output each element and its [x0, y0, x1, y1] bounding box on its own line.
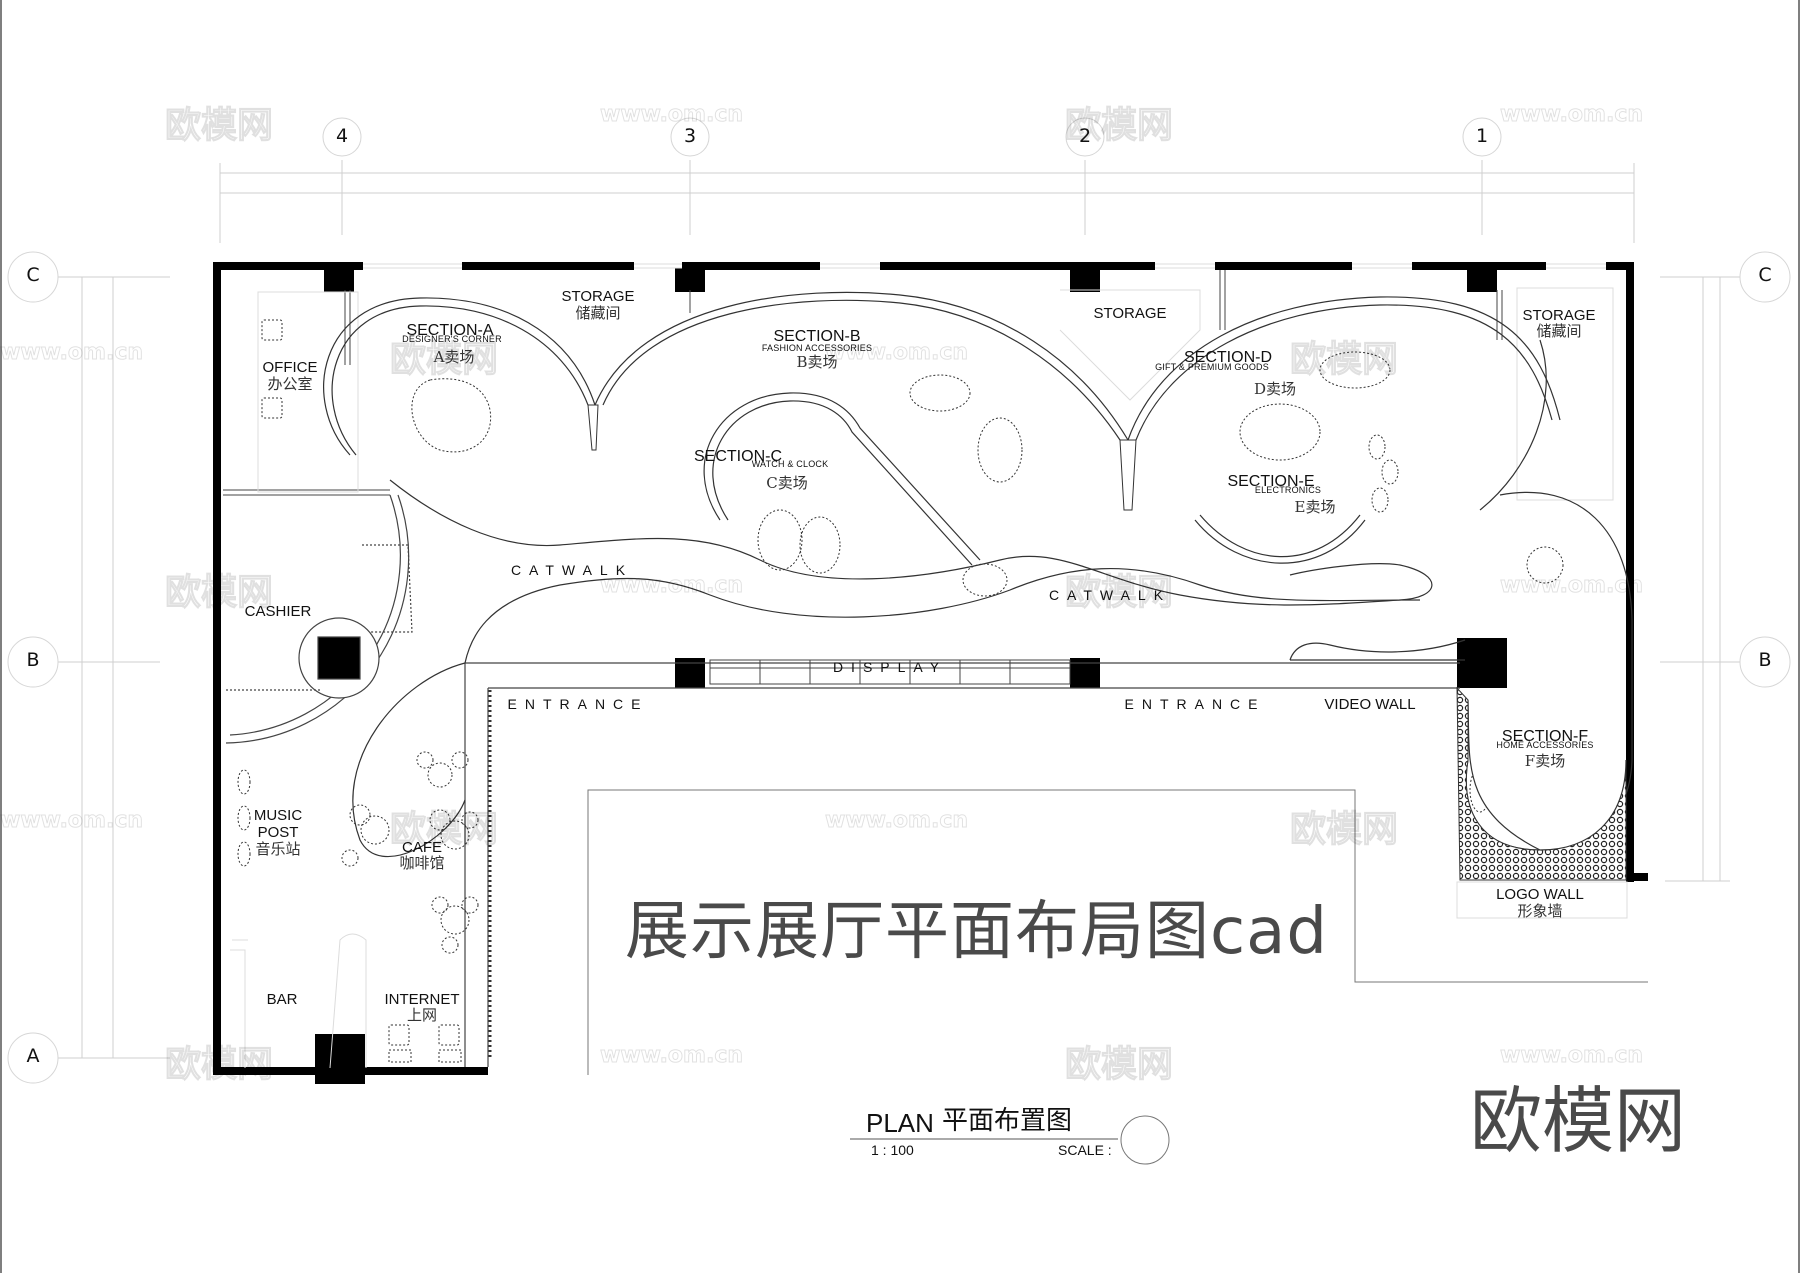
watermark-logo: 欧模网 [164, 572, 274, 614]
section-title: SECTION-F [1501, 728, 1589, 745]
watermark-url: www.om.cn [0, 340, 144, 366]
title-area-outline [587, 789, 1648, 1075]
section-subtitle: FASHION ACCESSORIES [761, 343, 873, 353]
grid-row-label: C [1758, 264, 1772, 286]
section-subtitle: HOME ACCESSORIES [1496, 740, 1594, 750]
grid-bubbles [7, 117, 1791, 1084]
storefront-line [464, 662, 1460, 1067]
section-cn: B卖场 [796, 353, 838, 371]
section-title: SECTION-A [406, 322, 494, 339]
logo-wall-label: LOGO WALL [1496, 886, 1584, 903]
scale-circle [1120, 1115, 1170, 1165]
music-post-label-cn: 音乐站 [255, 840, 301, 858]
section-cn: D卖场 [1253, 380, 1297, 398]
section-title: SECTION-C [694, 448, 782, 465]
watermark-url: www.om.cn [1499, 1043, 1644, 1069]
furniture-blobs [237, 319, 1564, 1063]
section-title: SECTION-D [1184, 349, 1272, 366]
section-cn: C卖场 [766, 474, 808, 492]
interior-partitions [223, 270, 1503, 496]
watermark-url: www.om.cn [599, 102, 744, 128]
section-cn: A卖场 [433, 348, 475, 366]
watermark-logo: 欧模网 [1289, 809, 1399, 851]
watermark-url: www.om.cn [599, 1043, 744, 1069]
window-openings [363, 263, 1606, 269]
plan-title-cn: 平面布置图 [942, 1106, 1073, 1136]
grid-row-label: A [26, 1045, 40, 1067]
watermark-logo: 欧模网 [164, 105, 274, 147]
scale-label: SCALE : [1058, 1142, 1112, 1158]
dimension-lines-right [1660, 276, 1745, 882]
watermark-logo: 欧模网 [389, 339, 499, 381]
cashier-curved-wall [225, 494, 413, 744]
internet-label-cn: 上网 [406, 1006, 438, 1024]
section-subtitle: GIFT & PREMIUM GOODS [1155, 362, 1269, 372]
watermark-url: www.om.cn [599, 573, 744, 599]
dimension-lines-left [58, 276, 170, 1059]
dimension-lines-top [219, 160, 1635, 243]
logo-wall-label-cn: 形象墙 [1517, 902, 1563, 920]
storage-label-cn: 储藏间 [575, 304, 621, 322]
light-partitions [230, 287, 1628, 1069]
catwalk-label: CATWALK [510, 562, 634, 578]
grid-column-label: 4 [335, 125, 349, 147]
watermark-logo: 欧模网 [1289, 339, 1399, 381]
section-title: SECTION-B [773, 328, 861, 345]
cafe-label: CAFE [401, 839, 443, 856]
watermark-logo: 欧模网 [1064, 1044, 1174, 1086]
watermark-logo: 欧模网 [1064, 105, 1174, 147]
section-cn: F卖场 [1524, 752, 1566, 770]
watermark-url: www.om.cn [0, 808, 144, 834]
storage-label: STORAGE [1093, 305, 1167, 322]
music-post-label: MUSIC [253, 807, 303, 824]
watermark-url: www.om.cn [1499, 102, 1644, 128]
watermark-url: www.om.cn [824, 808, 969, 834]
display-cabinet [709, 659, 1071, 685]
video-wall-label: VIDEO WALL [1324, 696, 1416, 713]
entrance-label: ENTRANCE [1124, 696, 1266, 712]
entrance-label: ENTRANCE [507, 696, 649, 712]
grid-column-label: 3 [683, 125, 697, 147]
watermark-url: www.om.cn [1499, 573, 1644, 599]
grid-column-label: 1 [1475, 125, 1489, 147]
section-cn: E卖场 [1294, 498, 1336, 516]
music-post-label: POST [257, 824, 299, 841]
grid-row-label: B [26, 649, 40, 671]
section-subtitle: WATCH & CLOCK [751, 459, 829, 469]
grid-row-label: B [1758, 649, 1772, 671]
catwalk-label: CATWALK [1048, 587, 1172, 603]
watermark-logo: 欧模网 [1064, 572, 1174, 614]
plan-title-en: PLAN [866, 1108, 934, 1138]
bar-label: BAR [266, 991, 298, 1008]
storage-label-cn: 储藏间 [1536, 322, 1582, 340]
storage-label: STORAGE [1522, 307, 1596, 324]
storage-label: STORAGE [561, 288, 635, 305]
grid-column-label: 2 [1078, 125, 1092, 147]
office-label: OFFICE [262, 359, 318, 376]
cashier-label: CASHIER [244, 603, 312, 620]
office-label-cn: 办公室 [267, 375, 313, 393]
watermark-url: www.om.cn [824, 340, 969, 366]
section-arc-walls [323, 291, 1633, 858]
scale-ratio: 1 : 100 [871, 1142, 914, 1158]
display-label: DISPLAY [832, 659, 948, 675]
section-subtitle: ELECTRONICS [1254, 485, 1322, 495]
watermark-logo: 欧模网 [164, 1044, 274, 1086]
drawing-title: 展示展厅平面布局图cad [625, 895, 1329, 969]
grid-row-label: C [26, 264, 40, 286]
section-subtitle: DESIGNER'S CORNER [402, 334, 502, 344]
section-title: SECTION-E [1227, 473, 1315, 490]
brand-logo: 欧模网 [1470, 1079, 1687, 1163]
watermark-logo: 欧模网 [389, 809, 499, 851]
internet-label: INTERNET [384, 991, 460, 1008]
arc-piers [587, 404, 1137, 511]
cafe-label-cn: 咖啡馆 [399, 854, 445, 872]
